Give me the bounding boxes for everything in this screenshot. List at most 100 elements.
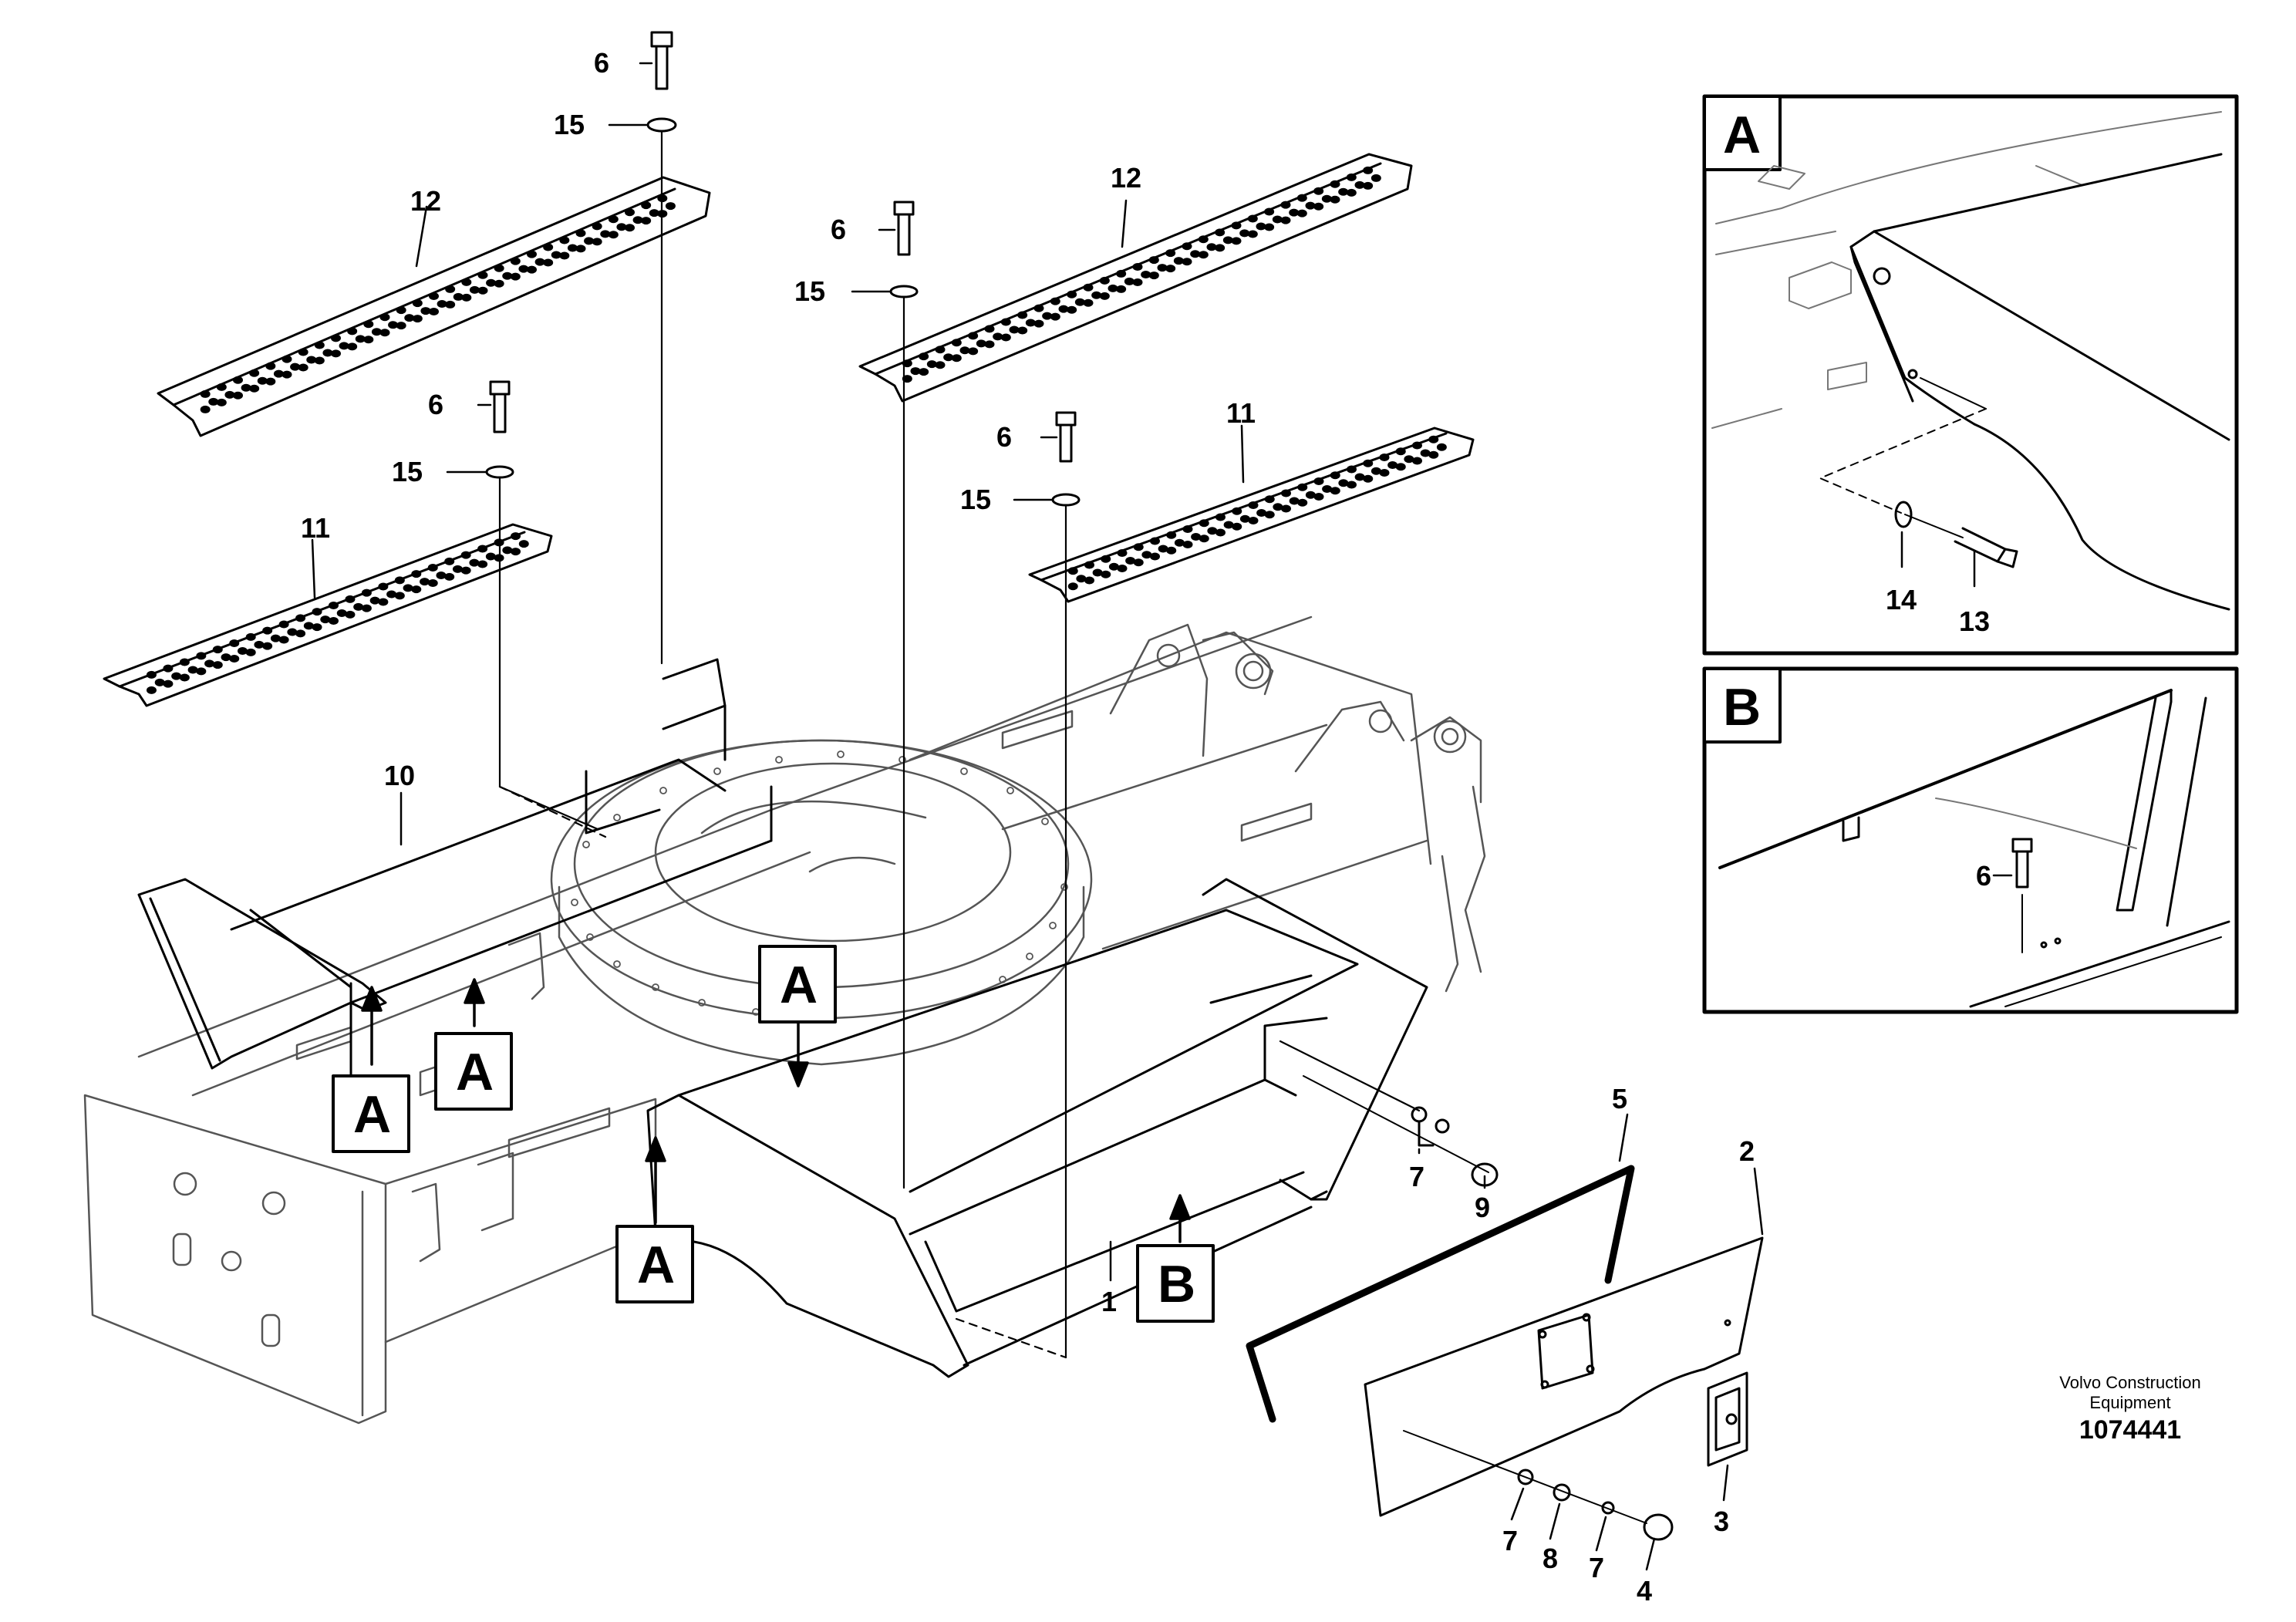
perforation-hole <box>233 391 243 400</box>
perforation-hole <box>1033 319 1044 328</box>
perforation-hole <box>437 300 447 308</box>
perforation-hole <box>1256 222 1266 231</box>
perforation-hole <box>1199 534 1209 543</box>
perforation-hole <box>1280 201 1291 209</box>
perforation-hole <box>444 557 455 565</box>
perforation-hole <box>1330 487 1340 495</box>
perforation-hole <box>314 356 325 365</box>
perforation-hole <box>1000 318 1011 326</box>
perforation-hole <box>249 369 260 377</box>
part-label-5: 5 <box>1612 1083 1627 1114</box>
perforation-hole <box>616 223 627 231</box>
perforation-hole <box>1141 271 1151 278</box>
perforation-hole <box>469 558 480 567</box>
perforation-hole <box>411 585 422 594</box>
perforation-hole <box>179 658 190 666</box>
perforation-hole <box>1330 195 1340 204</box>
perforation-hole <box>1215 513 1226 521</box>
perforation-hole <box>1239 514 1250 523</box>
perforation-hole <box>1182 541 1193 548</box>
perforation-hole <box>1222 236 1233 244</box>
perforation-hole <box>229 639 240 647</box>
perforation-hole <box>336 609 347 617</box>
latch-3 <box>1707 1371 1748 1467</box>
perforation-hole <box>331 334 341 342</box>
perforation-hole <box>1264 207 1275 216</box>
perforation-hole <box>1166 546 1177 555</box>
perforation-hole <box>265 362 276 370</box>
perforation-hole <box>312 623 322 632</box>
part-number-labels: 6 15 12 6 15 12 6 15 11 6 15 11 10 1 2 3… <box>301 47 1755 1607</box>
knob-fastener-9 <box>1303 1075 1499 1187</box>
detail-label-a: A <box>637 1236 675 1294</box>
perforation-hole <box>1248 517 1259 524</box>
perforation-hole <box>1132 263 1143 271</box>
perforation-hole <box>1165 265 1176 273</box>
perforation-hole <box>388 321 399 329</box>
perforation-hole <box>608 231 619 239</box>
document-number: 1074441 <box>2079 1415 2181 1445</box>
inset-b-title: B <box>1723 678 1761 737</box>
perforation-hole <box>361 588 372 597</box>
detail-boxes <box>332 945 1215 1323</box>
perforation-hole <box>1148 256 1159 265</box>
perforation-hole <box>1174 538 1185 547</box>
perforation-hole <box>1363 181 1374 190</box>
perforation-hole <box>331 349 341 358</box>
perforation-hole <box>282 370 292 379</box>
perforation-hole <box>345 610 356 619</box>
part-label-6: 6 <box>996 421 1012 453</box>
perforation-hole <box>665 202 676 211</box>
perforation-hole <box>641 217 652 225</box>
perforation-hole <box>1108 562 1119 571</box>
perforation-hole <box>229 655 240 663</box>
perforation-hole <box>1132 278 1143 286</box>
perforation-hole <box>379 313 390 322</box>
perforation-hole <box>608 215 619 224</box>
perforation-hole <box>518 540 529 548</box>
perforation-hole <box>369 596 380 605</box>
perforation-hole <box>386 590 397 599</box>
perforation-hole <box>278 620 289 629</box>
perforation-hole <box>567 244 578 252</box>
perforation-hole <box>1116 269 1127 278</box>
perforation-hole <box>935 361 946 369</box>
assembly-guide-lines <box>498 130 1421 1359</box>
perforation-hole <box>179 673 190 682</box>
perforation-hole <box>1281 504 1291 513</box>
perforation-hole <box>951 354 962 363</box>
perforation-hole <box>1191 533 1202 541</box>
perforation-hole <box>1313 493 1324 501</box>
perforation-hole <box>312 608 322 616</box>
perforation-hole <box>551 251 561 259</box>
perforation-hole <box>1231 237 1242 245</box>
perforation-hole <box>1346 173 1357 181</box>
perforation-hole <box>460 551 471 559</box>
inset-b <box>1702 666 2239 1014</box>
perforation-hole <box>1166 531 1177 539</box>
perforation-hole <box>245 632 256 641</box>
perforation-hole <box>543 243 554 251</box>
part-label-15: 15 <box>960 484 991 515</box>
perforation-hole <box>1322 485 1333 493</box>
perforation-hole <box>510 272 521 281</box>
perforation-hole <box>1313 187 1324 195</box>
perforation-hole <box>1099 276 1110 285</box>
perforation-hole <box>265 377 276 386</box>
perforation-hole <box>1347 481 1357 489</box>
perforation-hole <box>1363 166 1374 174</box>
washer-15-b <box>889 285 919 298</box>
washer-15-c <box>485 465 514 479</box>
perforation-hole <box>1067 567 1078 575</box>
perforation-hole <box>320 615 331 624</box>
part-label-6: 6 <box>831 214 846 245</box>
perforation-hole <box>212 661 223 669</box>
perforation-hole <box>1395 447 1406 456</box>
perforation-hole <box>1000 333 1011 342</box>
part-label-7: 7 <box>1409 1161 1424 1192</box>
leader-lines <box>311 62 1764 1571</box>
perforation-hole <box>1289 497 1300 505</box>
perforation-hole <box>625 208 635 217</box>
perforation-hole <box>1338 479 1349 487</box>
perforation-hole <box>1133 543 1144 551</box>
